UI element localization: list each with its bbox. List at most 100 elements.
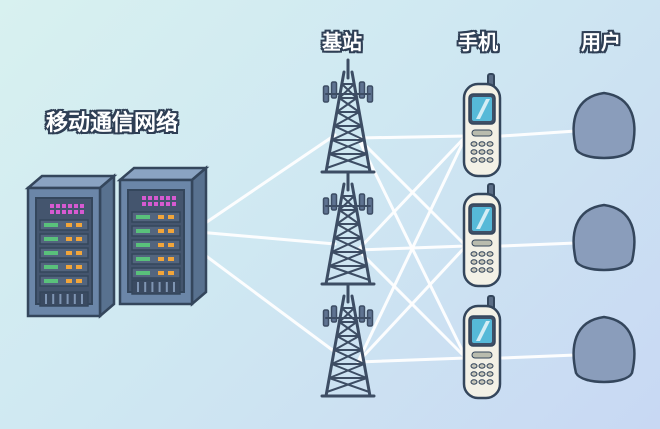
- mobile-phone: [462, 73, 502, 178]
- phone-key: [470, 259, 478, 265]
- status-led: [80, 204, 84, 208]
- tower-brace: [338, 321, 361, 337]
- status-led: [50, 210, 54, 214]
- status-led: [172, 202, 176, 206]
- tower-brace: [335, 223, 363, 239]
- status-led: [142, 202, 146, 206]
- tower-brace: [328, 139, 366, 155]
- phone-key: [478, 379, 486, 385]
- tower-leg: [350, 182, 372, 286]
- network-label: 移动通信网络: [46, 111, 179, 136]
- tower-brace: [340, 195, 358, 211]
- phone-nav-key: [471, 129, 493, 137]
- phone-group: [462, 73, 502, 400]
- drive-led: [136, 215, 150, 219]
- phone-key: [478, 251, 486, 257]
- drive-bay: [131, 225, 181, 237]
- drive-led: [76, 279, 82, 283]
- drive-led: [136, 229, 150, 233]
- status-led: [148, 202, 152, 206]
- phone-key: [470, 149, 478, 155]
- drive-led: [44, 251, 58, 255]
- drive-bay: [131, 253, 181, 265]
- tower-leg: [350, 294, 372, 398]
- phone-key: [470, 363, 478, 369]
- antenna-panel: [358, 305, 366, 323]
- screen-glare: [476, 99, 490, 119]
- user-avatar-icon: [572, 203, 636, 272]
- tower-brace: [335, 209, 358, 225]
- tower-brace: [330, 237, 363, 253]
- tower-brace: [338, 307, 356, 323]
- phone-key: [486, 149, 494, 155]
- tower-brace: [333, 223, 361, 239]
- phone-key: [486, 157, 494, 163]
- phone-key: [478, 157, 486, 163]
- phone-key: [478, 371, 486, 377]
- antenna-panel: [330, 81, 338, 99]
- status-led: [160, 196, 164, 200]
- server-side: [190, 165, 208, 307]
- tower-brace: [335, 111, 363, 127]
- tower-phone-link-line: [356, 244, 468, 364]
- tower-leg: [324, 70, 346, 174]
- drive-bay: [39, 275, 89, 287]
- drive-led: [66, 265, 72, 269]
- tower-brace: [330, 349, 363, 365]
- phone-key: [470, 371, 478, 377]
- phone-key: [486, 141, 494, 147]
- phone-key: [470, 251, 478, 257]
- user-label: 用户: [581, 30, 621, 54]
- tower-leg: [324, 294, 346, 398]
- status-led: [68, 204, 72, 208]
- phone-key: [486, 267, 494, 273]
- phone-key: [470, 379, 478, 385]
- phone-user-link-line: [500, 241, 578, 248]
- status-led: [154, 196, 158, 200]
- tower-brace: [328, 251, 366, 267]
- drive-led: [44, 265, 58, 269]
- drive-led: [158, 271, 164, 275]
- tower-brace: [333, 237, 366, 253]
- drive-led: [136, 271, 150, 275]
- mobile-phone: [462, 295, 502, 400]
- status-led: [154, 202, 158, 206]
- drive-led: [158, 215, 164, 219]
- server-link-line: [196, 248, 337, 354]
- drive-led: [66, 251, 72, 255]
- tower-brace: [338, 97, 361, 113]
- phone-key: [478, 363, 486, 369]
- drive-led: [168, 271, 174, 275]
- drive-bay: [131, 267, 181, 279]
- tower-brace: [328, 363, 366, 379]
- drive-led: [158, 243, 164, 247]
- phone-key: [478, 149, 486, 155]
- drive-led: [76, 251, 82, 255]
- phone-key: [478, 267, 486, 273]
- tower-brace: [340, 83, 358, 99]
- tower-brace: [333, 349, 366, 365]
- drive-bay: [39, 261, 89, 273]
- user-avatar: [572, 91, 636, 160]
- tower-brace: [338, 195, 356, 211]
- tower-phone-link-line: [356, 134, 468, 252]
- drive-bay: [131, 239, 181, 251]
- mobile-phone: [462, 183, 502, 288]
- phone-key: [470, 157, 478, 163]
- drive-led: [44, 223, 58, 227]
- tower-brace: [335, 335, 363, 351]
- status-led: [56, 204, 60, 208]
- server-vent: [39, 291, 89, 307]
- base-station-group: [320, 58, 376, 398]
- tower-brace: [340, 307, 358, 323]
- user-avatar: [572, 203, 636, 272]
- user-avatar-icon: [572, 91, 636, 160]
- status-led: [80, 210, 84, 214]
- phone-key: [470, 141, 478, 147]
- antenna-panel: [358, 81, 366, 99]
- phone-user-link-line: [500, 129, 578, 138]
- phone-label: 手机: [458, 30, 498, 54]
- status-led: [68, 210, 72, 214]
- phone-nav-key: [471, 351, 493, 359]
